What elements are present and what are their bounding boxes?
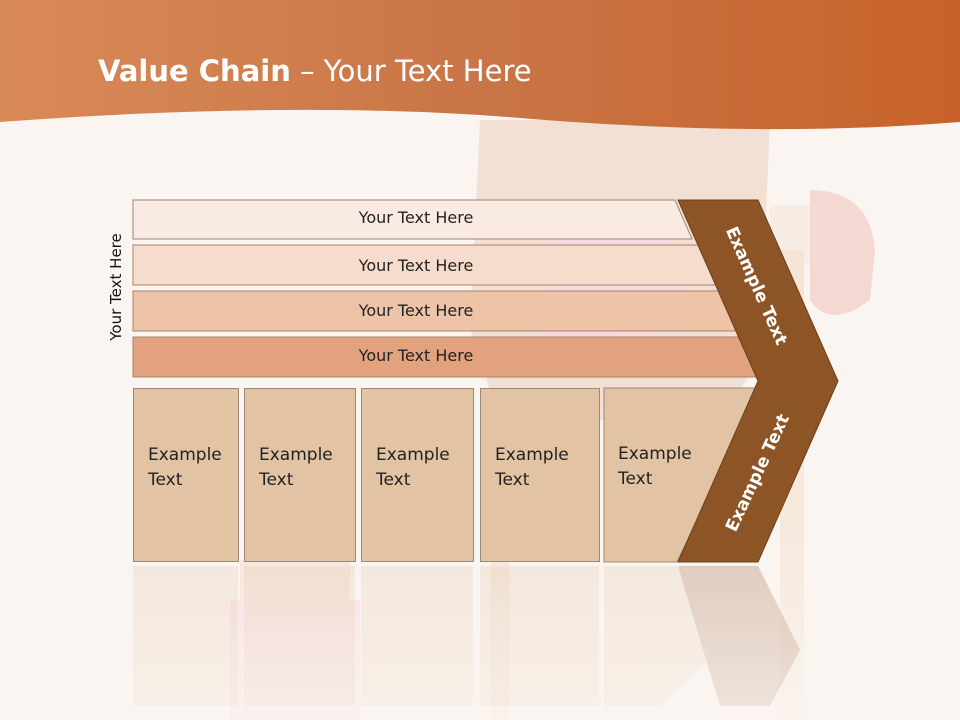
bar-1-shape	[132, 199, 693, 240]
box-1-line1: Example	[148, 445, 222, 465]
box-2-line2: Text	[259, 470, 294, 490]
slide-title: Value Chain – Your Text Here	[98, 54, 532, 88]
bar-2-label: Your Text Here	[358, 256, 474, 275]
box-3-line2: Text	[376, 470, 411, 490]
bar-4-label: Your Text Here	[358, 346, 474, 365]
box-4-line1: Example	[495, 445, 569, 465]
bar-1-label: Your Text Here	[358, 208, 474, 227]
header-band	[0, 0, 960, 130]
side-label: Your Text Here	[107, 233, 125, 341]
bars-group	[132, 199, 765, 378]
box-2-line1: Example	[259, 445, 333, 465]
box-3-line1: Example	[376, 445, 450, 465]
box-5-line1: Example	[618, 444, 692, 464]
box-1-line2: Text	[148, 470, 183, 490]
box-5-line2: Text	[618, 469, 653, 489]
bar-3-label: Your Text Here	[358, 301, 474, 320]
box-4-line2: Text	[495, 470, 530, 490]
